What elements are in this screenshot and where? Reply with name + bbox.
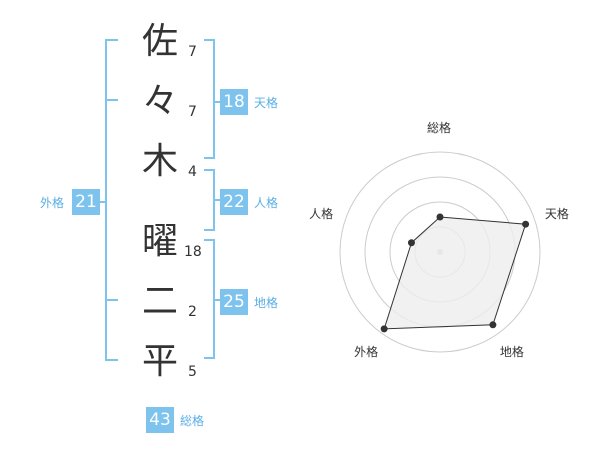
tenkaku-value: 18 <box>220 89 248 115</box>
name-char-5: 二 <box>141 281 178 322</box>
stroke-count-4: 18 <box>184 244 202 260</box>
stroke-count-3: 4 <box>188 164 197 180</box>
soukaku-value: 43 <box>146 407 174 433</box>
chikaku-label: 地格 <box>254 296 279 310</box>
radar-axis-label-4: 外格 <box>354 345 379 360</box>
gaikaku-label: 外格 <box>40 196 65 210</box>
stroke-count-1: 7 <box>188 44 197 60</box>
radar-point-1 <box>436 213 444 221</box>
stroke-count-6: 5 <box>188 364 197 380</box>
radar-axis-label-2: 天格 <box>544 206 569 221</box>
radar-point-5 <box>407 239 415 247</box>
name-char-3: 木 <box>141 141 178 182</box>
radar-series-area <box>383 216 527 330</box>
radar-axis-label-3: 地格 <box>499 345 524 360</box>
gaikaku-bracket <box>105 39 118 361</box>
radar-point-2 <box>522 220 530 228</box>
chikaku-value: 25 <box>220 289 248 315</box>
jinkaku-value: 22 <box>220 189 248 215</box>
name-char-4: 曜 <box>141 221 178 262</box>
radar-grid-ring <box>339 151 541 353</box>
gaikaku-value: 21 <box>72 189 100 215</box>
name-char-1: 佐 <box>141 21 178 62</box>
stroke-count-5: 2 <box>188 304 197 320</box>
radar-point-4 <box>380 325 388 333</box>
tenkaku-bracket <box>204 39 215 159</box>
radar-axis-label-1: 総格 <box>427 121 452 135</box>
tenkaku-label: 天格 <box>254 96 279 110</box>
radar-axis-label-5: 人格 <box>309 206 334 221</box>
radar-point-3 <box>489 321 497 329</box>
name-char-2: 々 <box>141 81 178 122</box>
jinkaku-label: 人格 <box>254 196 279 210</box>
soukaku-label: 総格 <box>180 414 205 428</box>
name-char-6: 平 <box>141 341 178 382</box>
stroke-count-2: 7 <box>188 104 197 120</box>
